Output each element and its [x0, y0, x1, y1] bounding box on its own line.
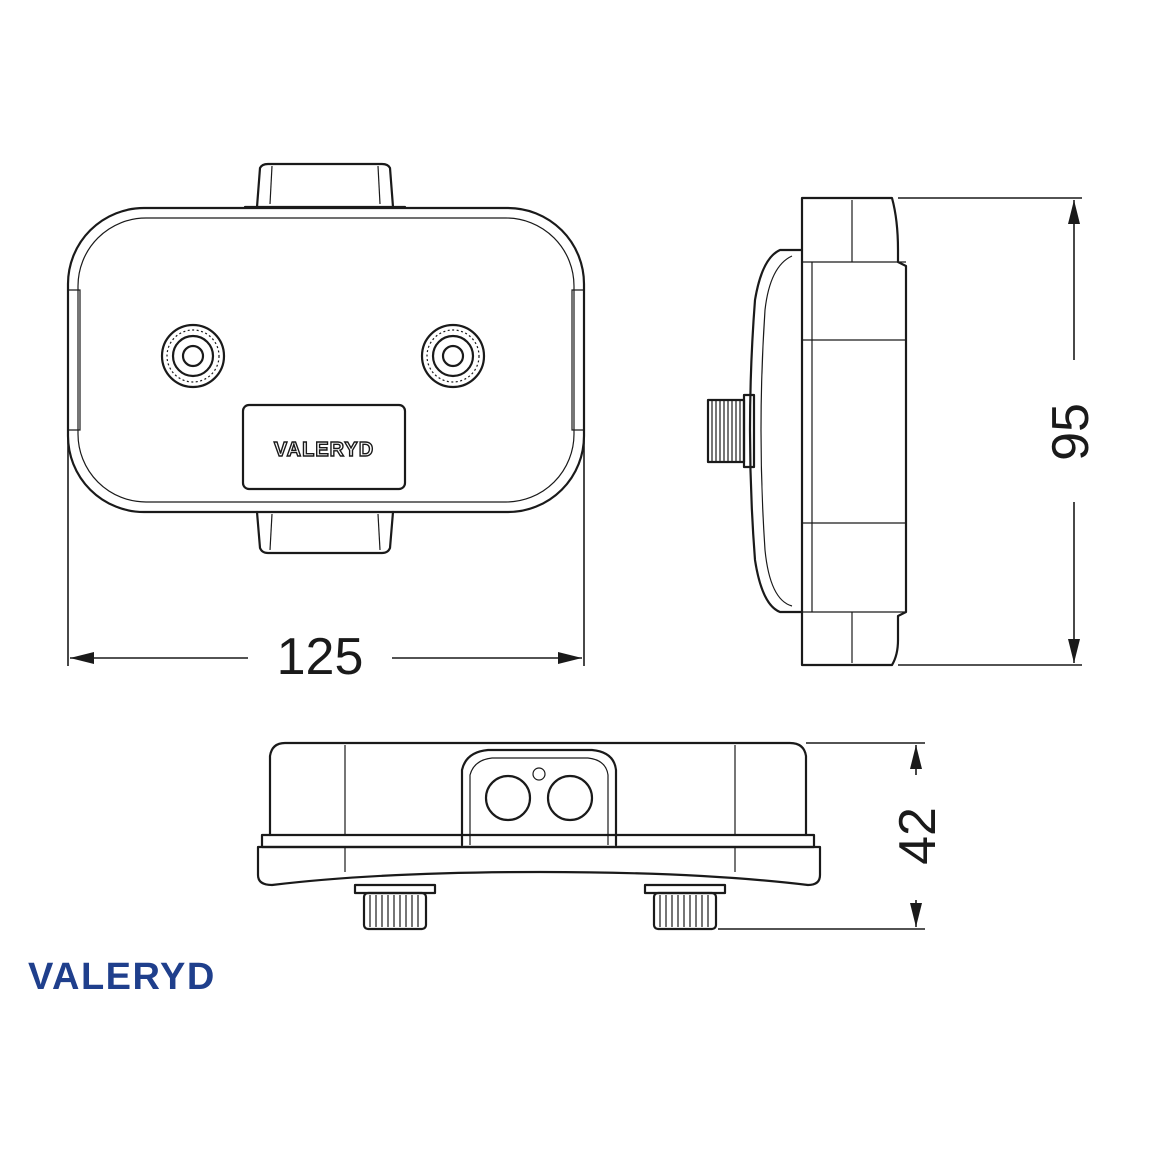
- right-bottom-screw: [643, 883, 727, 931]
- depth-dimension: 42: [718, 742, 947, 930]
- bottom-view: [256, 741, 822, 931]
- front-view: VALERYD: [66, 162, 586, 555]
- side-view: [706, 196, 908, 667]
- width-dimension: 125: [67, 430, 585, 686]
- height-dimension: 95: [898, 197, 1100, 666]
- width-value: 125: [277, 628, 364, 686]
- nameplate-label: VALERYD: [274, 439, 374, 461]
- left-screw: [160, 323, 226, 389]
- connector: [460, 748, 618, 847]
- nameplate: [241, 403, 407, 491]
- brand-logo: VALERYD: [28, 956, 216, 998]
- height-value: 95: [1042, 403, 1100, 461]
- side-screw: [706, 393, 756, 469]
- depth-value: 42: [889, 807, 947, 865]
- right-screw: [420, 323, 486, 389]
- left-bottom-screw: [353, 883, 437, 931]
